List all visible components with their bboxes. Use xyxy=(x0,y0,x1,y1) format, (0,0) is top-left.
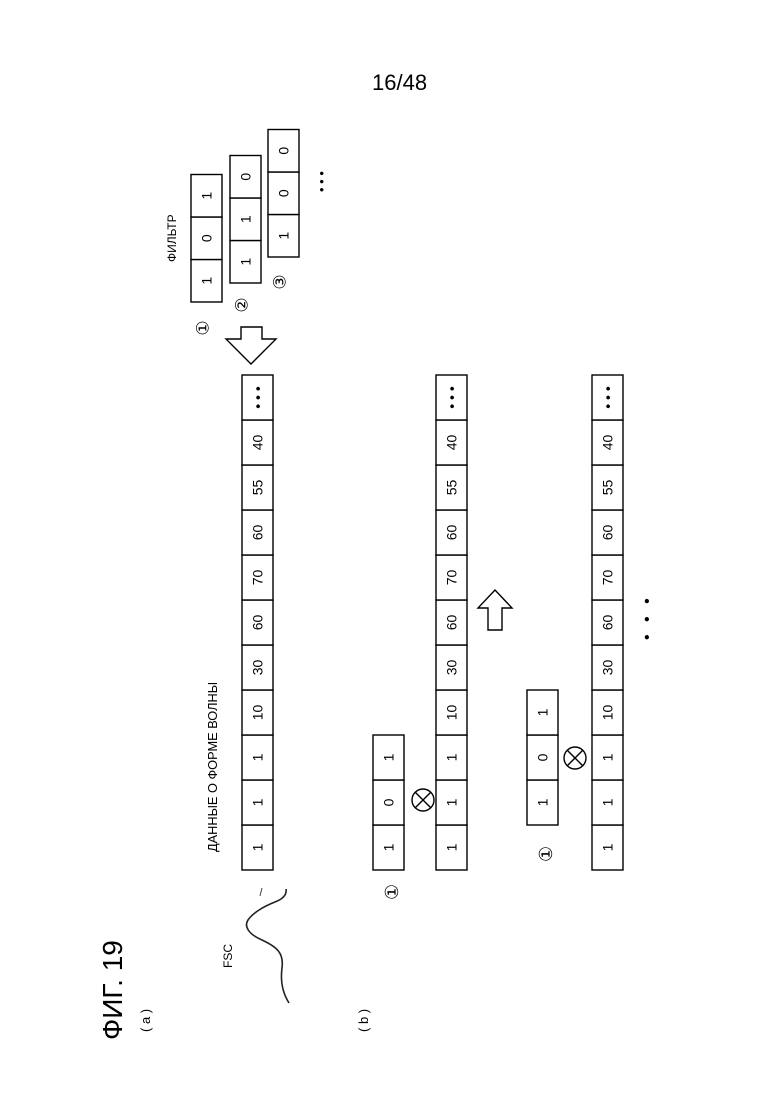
conv-filter-1: 1 0 1 xyxy=(373,735,404,870)
waveform-a-value: 1 xyxy=(250,753,266,761)
waveform-b2-value: 1 xyxy=(600,843,616,851)
waveform-a-value: 30 xyxy=(250,660,266,676)
filters-more-dots: • • • xyxy=(314,171,329,192)
fsc-waveform xyxy=(247,889,289,1003)
part-b-label: ( b ) xyxy=(356,1009,371,1032)
conv-filter-2-value: 1 xyxy=(535,708,551,716)
waveform-a-value: 10 xyxy=(250,705,266,721)
waveform-b2-value: 40 xyxy=(600,435,616,451)
waveform-a-value: 70 xyxy=(250,570,266,586)
filter-1-value: 1 xyxy=(199,192,215,200)
filters-group: 1 0 1 ① 1 1 0 ② 1 0 0 ③ xyxy=(191,130,299,336)
waveform-b1-value: 30 xyxy=(444,660,460,676)
waveform-data-array-a: 1 1 1 10 30 60 70 60 55 40 • • • xyxy=(242,375,273,870)
waveform-b1-value: 70 xyxy=(444,570,460,586)
waveform-a-value: 1 xyxy=(250,843,266,851)
waveform-b2-value: 60 xyxy=(600,525,616,541)
waveform-b2-value: 60 xyxy=(600,615,616,631)
filter-marker-1: ① xyxy=(194,320,213,335)
figure-label: ФИГ. 19 xyxy=(97,940,128,1040)
waveform-a-value: • • • xyxy=(250,386,266,409)
fsc-tick xyxy=(260,888,262,896)
waveform-b1-value: 10 xyxy=(444,705,460,721)
waveform-b1-value: 55 xyxy=(444,480,460,496)
filter-marker-3: ③ xyxy=(271,274,290,289)
waveform-a-value: 40 xyxy=(250,435,266,451)
continuation-dots: • • • xyxy=(639,594,656,640)
waveform-b2-value: 10 xyxy=(600,705,616,721)
filter-1-value: 1 xyxy=(199,277,215,285)
waveform-data-array-b1: 1 1 1 10 30 60 70 60 55 40 • • • xyxy=(436,375,467,870)
waveform-b1-value: • • • xyxy=(444,386,460,409)
filter-3-value: 0 xyxy=(276,189,292,197)
waveform-b2-value: 30 xyxy=(600,660,616,676)
conv-filter-2-value: 0 xyxy=(535,753,551,761)
waveform-b2-value: • • • xyxy=(600,386,616,409)
conv-filter-2-value: 1 xyxy=(535,798,551,806)
waveform-b2-value: 70 xyxy=(600,570,616,586)
waveform-b2-value: 1 xyxy=(600,753,616,761)
waveform-a-value: 60 xyxy=(250,525,266,541)
conv-filter-1-value: 1 xyxy=(381,843,397,851)
filter-2-value: 1 xyxy=(238,215,254,223)
waveform-b1-value: 40 xyxy=(444,435,460,451)
multiply-icon-1 xyxy=(412,789,434,811)
conv-filter-marker-1: ① xyxy=(382,884,402,900)
waveform-b2-value: 55 xyxy=(600,480,616,496)
conv-filter-1-value: 0 xyxy=(381,798,397,806)
waveform-b1-value: 60 xyxy=(444,525,460,541)
fsc-label: FSC xyxy=(221,944,235,968)
filter-3-value: 1 xyxy=(276,232,292,240)
filter-marker-2: ② xyxy=(233,297,252,312)
filter-2-value: 0 xyxy=(238,173,254,181)
conv-filter-marker-2: ① xyxy=(536,846,556,862)
waveform-data-label: ДАННЫЕ О ФОРМЕ ВОЛНЫ xyxy=(205,682,220,852)
conv-filter-1-value: 1 xyxy=(381,753,397,761)
waveform-b1-value: 1 xyxy=(444,753,460,761)
filter-label: ФИЛЬТР xyxy=(165,214,179,262)
filter-3-value: 0 xyxy=(276,147,292,155)
conv-filter-2: 1 0 1 xyxy=(527,690,558,825)
waveform-b2-value: 1 xyxy=(600,798,616,806)
part-a-label: ( a ) xyxy=(138,1009,153,1032)
waveform-a-value: 1 xyxy=(250,798,266,806)
big-down-arrow xyxy=(226,327,276,364)
waveform-a-value: 60 xyxy=(250,615,266,631)
multiply-icon-2 xyxy=(564,747,586,769)
filter-1-value: 0 xyxy=(199,234,215,242)
waveform-b1-value: 1 xyxy=(444,798,460,806)
waveform-data-array-b2: 1 1 1 10 30 60 70 60 55 40 • • • xyxy=(592,375,623,870)
filter-2-value: 1 xyxy=(238,258,254,266)
waveform-a-value: 55 xyxy=(250,480,266,496)
shift-arrow xyxy=(478,590,512,630)
waveform-b1-value: 1 xyxy=(444,843,460,851)
waveform-b1-value: 60 xyxy=(444,615,460,631)
